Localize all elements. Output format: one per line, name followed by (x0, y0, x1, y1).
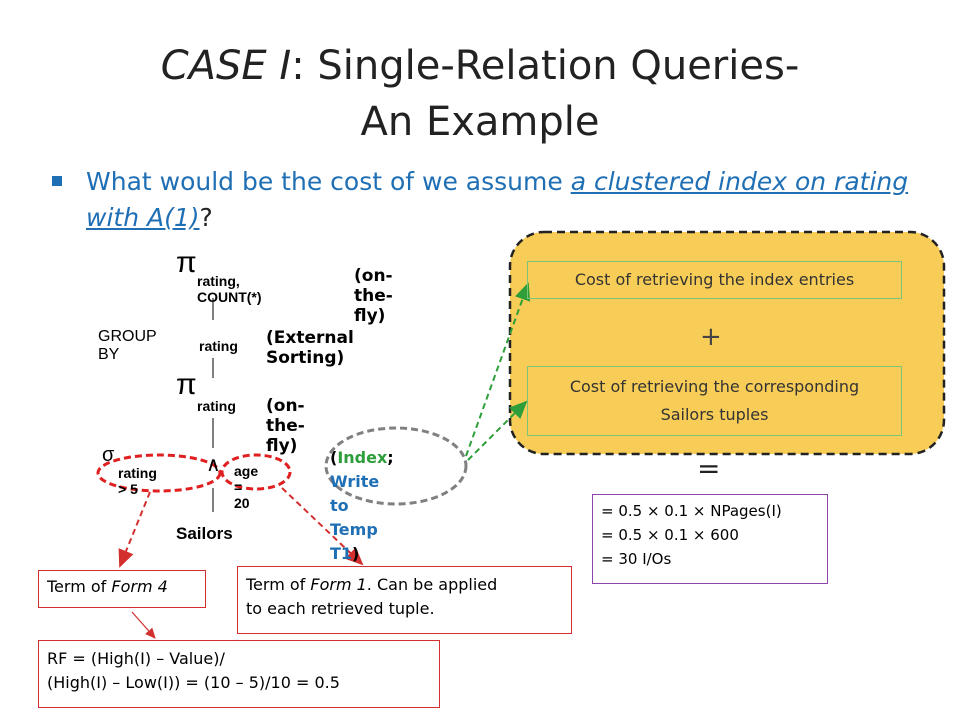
projection-mid-symbol: π (176, 368, 197, 401)
age-ellipse (220, 453, 292, 491)
index-entries-cost-text: Cost of retrieving the index entries (574, 270, 855, 289)
tuples-cost-line1: Cost of retrieving the corresponding (569, 377, 860, 396)
bullet-square-icon (52, 176, 62, 186)
title-line-2: An Example (360, 99, 600, 145)
cost-result-line3: = 30 I/Os (601, 550, 672, 568)
and-symbol: ∧ (206, 454, 221, 476)
groupby-label: GROUP BY (98, 328, 157, 363)
access-line2: to Temp T1 (330, 496, 378, 563)
question-underlined: a clustered index on rating with A(1) (86, 167, 909, 232)
tuples-cost-box: Cost of retrieving the corresponding Sai… (527, 366, 902, 436)
rf-box: RF = (High(I) – Value)/ (High(I) – Low(I… (38, 640, 440, 708)
selection-age-term: age = 20 (234, 463, 259, 511)
access-open-paren: ( (330, 448, 338, 467)
question-prefix: What would be the cost of we assume (86, 167, 571, 196)
term1-prefix: Term of (246, 575, 311, 594)
access-method-note: (Index; Write to Temp T1) (330, 446, 394, 566)
projection-top-note: (on-the-fly) (354, 266, 393, 326)
cost-result-line1: = 0.5 × 0.1 × NPages(I) (601, 502, 782, 520)
equals-sign: = (697, 452, 721, 485)
title-line-1: CASE I: Single-Relation Queries- (0, 38, 960, 94)
term1-rest: . Can be applied (366, 575, 498, 594)
slide-title: CASE I: Single-Relation Queries- An Exam… (0, 38, 960, 150)
access-close-paren: ) (352, 544, 360, 563)
cost-result-line2: = 0.5 × 0.1 × 600 (601, 526, 739, 544)
rf-line1: RF = (High(I) – Value)/ (47, 649, 225, 668)
groupby-attr: rating (199, 338, 238, 354)
question-bullet: What would be the cost of we assume a cl… (52, 164, 932, 236)
access-sep: ; (387, 448, 394, 467)
cost-panel (508, 230, 946, 456)
arrow-to-tuples (467, 400, 528, 461)
arrow-to-term1 (281, 487, 364, 566)
term1-line2: to each retrieved tuple. (246, 599, 435, 618)
selection-symbol: σ (102, 444, 115, 466)
access-index: Index (337, 448, 388, 467)
tuples-cost-line2: Sailors tuples (660, 405, 769, 424)
index-entries-cost-box: Cost of retrieving the index entries (527, 261, 902, 299)
plus-sign: + (700, 322, 722, 352)
term-form1-box: Term of Form 1. Can be applied to each r… (237, 566, 572, 634)
projection-mid-attr: rating (197, 398, 236, 414)
access-method-ellipse (324, 426, 468, 506)
rating-ellipse (96, 453, 222, 493)
arrow-to-term4 (118, 491, 151, 568)
selection-rating-term: rating > 5 (118, 465, 157, 497)
groupby-note: (External Sorting) (266, 328, 354, 368)
term1-line1: Term of Form 1. Can be applied (246, 573, 563, 597)
title-case-label: CASE I (160, 43, 292, 89)
question-text: What would be the cost of we assume a cl… (86, 164, 932, 236)
arrow-to-entries (465, 282, 531, 457)
term4-form: Form 4 (111, 577, 168, 596)
term1-form: Form 1 (310, 575, 367, 594)
relation-sailors: Sailors (176, 524, 233, 543)
projection-top-symbol: π (176, 246, 197, 279)
title-line-1-rest: : Single-Relation Queries- (291, 43, 800, 89)
projection-mid-note: (on-the-fly) (266, 396, 305, 456)
arrow-to-rf (131, 611, 156, 639)
cost-result-box: = 0.5 × 0.1 × NPages(I) = 0.5 × 0.1 × 60… (592, 494, 828, 584)
projection-top-attrs: rating, COUNT(*) (197, 273, 262, 305)
term4-prefix: Term of (47, 577, 112, 596)
rf-line2: (High(I) – Low(I)) = (10 – 5)/10 = 0.5 (47, 673, 340, 692)
term-form4-box: Term of Form 4 (38, 570, 206, 608)
access-write: Write (330, 472, 380, 491)
question-suffix: ? (199, 203, 213, 232)
